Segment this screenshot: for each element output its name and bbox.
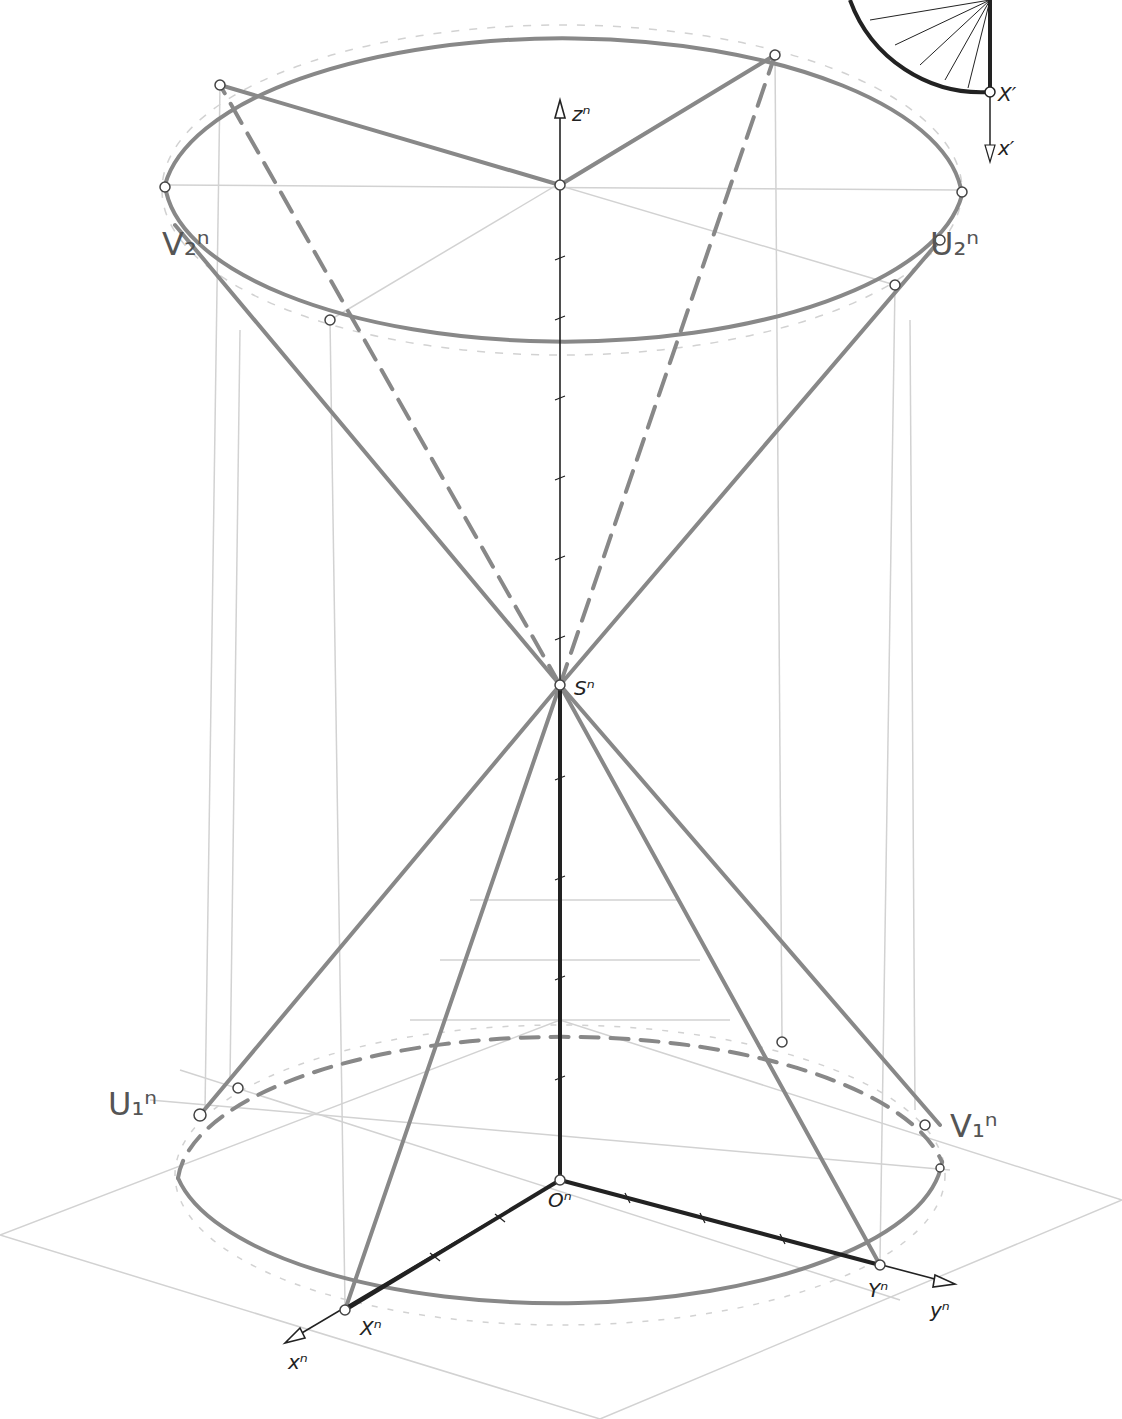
point-label: U₁ⁿ — [108, 1088, 157, 1120]
point-label: Yⁿ — [868, 1280, 888, 1300]
point-label: x′ — [998, 138, 1014, 158]
point-label: U₂ⁿ — [930, 228, 979, 260]
point-label: zⁿ — [572, 104, 590, 124]
point-label: Oⁿ — [548, 1190, 572, 1210]
point-label: Sⁿ — [574, 678, 595, 698]
point-label: Xⁿ — [360, 1318, 382, 1338]
point-label: xⁿ — [288, 1352, 308, 1372]
point-label: V₂ⁿ — [162, 228, 209, 260]
point-label: yⁿ — [930, 1300, 950, 1320]
point-label: V₁ⁿ — [950, 1110, 997, 1142]
point-label: X′ — [998, 84, 1016, 104]
